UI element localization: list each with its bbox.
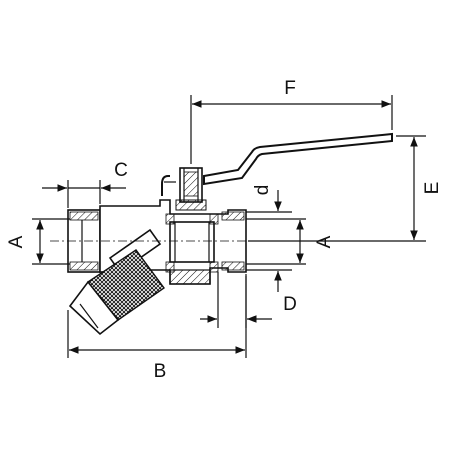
handle-clamp <box>161 175 170 196</box>
strainer <box>68 228 165 336</box>
label-A-right: A <box>314 235 335 248</box>
dimension-B: B <box>67 276 247 382</box>
dimension-D: D <box>200 272 297 328</box>
label-D: D <box>283 294 297 315</box>
dimension-E: E <box>248 135 443 242</box>
bottom-nut <box>169 269 211 285</box>
stem-assembly <box>161 132 393 211</box>
dimension-d: d <box>246 185 292 292</box>
dimension-F: F <box>190 78 393 164</box>
label-B: B <box>154 361 167 382</box>
label-A-left: A <box>6 235 27 248</box>
dimension-C: C <box>42 160 128 208</box>
label-C: C <box>114 160 128 181</box>
ball-chamber <box>169 221 215 263</box>
dimension-A-left: A <box>6 218 70 265</box>
right-port-thread <box>221 211 245 221</box>
label-d: d <box>252 185 273 196</box>
left-port-thread-bottom <box>69 261 99 271</box>
label-F: F <box>284 78 296 99</box>
right-port-thread-bottom <box>221 261 245 271</box>
lever-handle <box>203 132 393 186</box>
strainer-cap <box>68 280 120 336</box>
dimension-A-right: A <box>246 218 335 265</box>
label-E: E <box>422 182 443 195</box>
stem-packing <box>175 199 207 211</box>
left-port-thread <box>69 211 99 221</box>
